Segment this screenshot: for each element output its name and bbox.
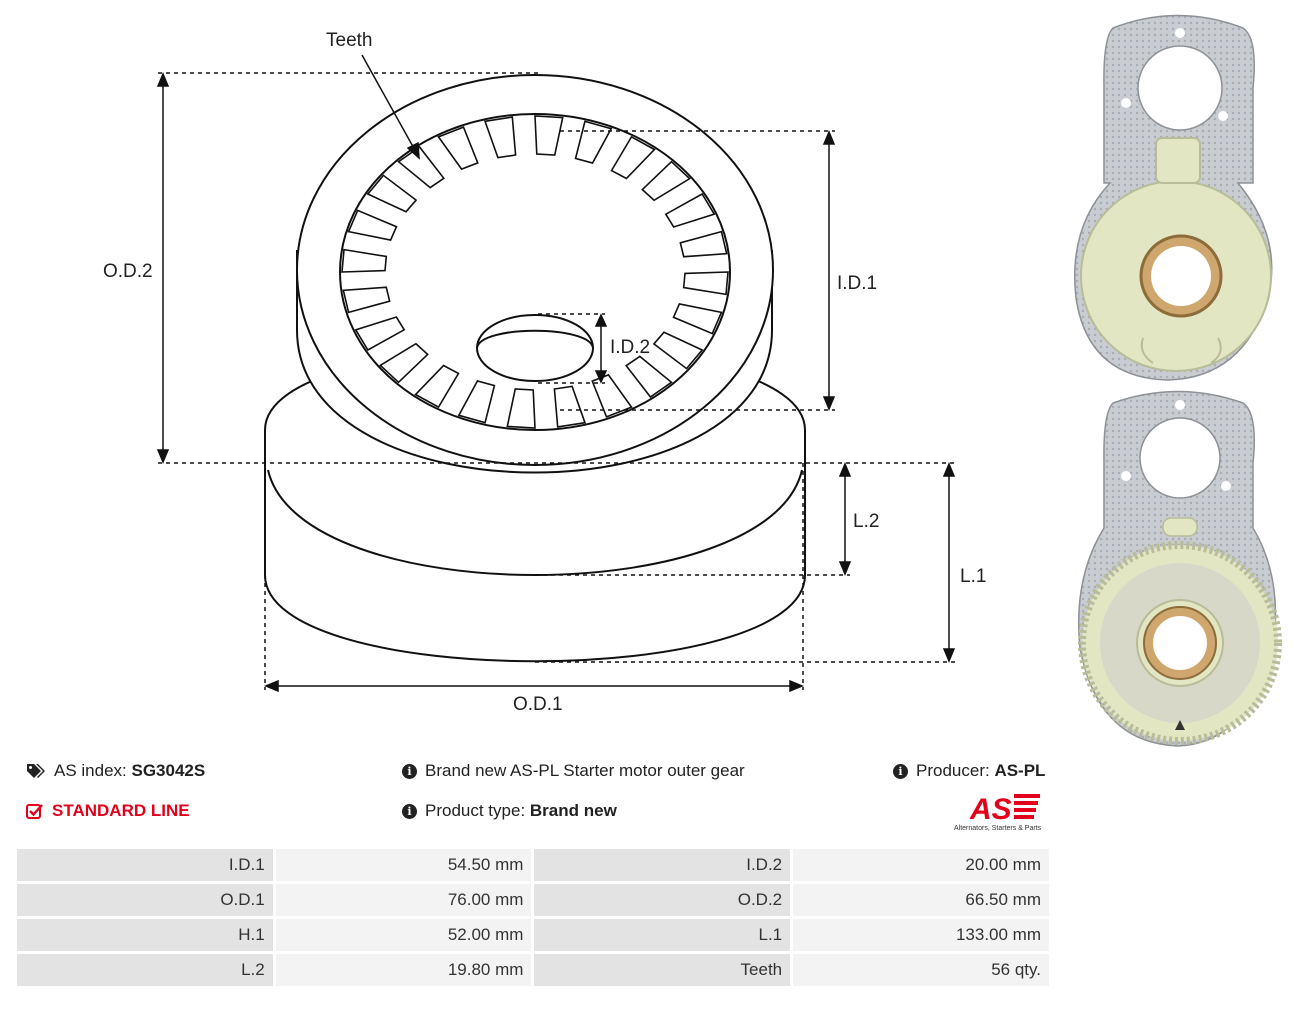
photo-rear-view [1073,14,1273,381]
as-logo: AS Alternators, Starters & Parts [954,793,1042,832]
spec-value: 20.00 mm [793,849,1049,881]
table-row: I.D.1 54.50 mm I.D.2 20.00 mm [17,849,1049,881]
gear-tooth [379,342,429,384]
spec-value: 52.00 mm [275,919,532,951]
as-index: AS index: SG3042S [26,761,205,781]
spec-value: 56 qty. [793,954,1049,986]
spec-value: 19.80 mm [275,954,532,986]
gear-tooth [610,135,656,180]
spec-key: I.D.1 [17,849,273,881]
table-row: H.1 52.00 mm L.1 133.00 mm [17,919,1049,951]
spec-key: H.1 [17,919,273,951]
label-od2: O.D.2 [103,261,153,282]
gear-tooth [347,209,398,242]
label-l2: L.2 [853,511,879,532]
logo-tagline: Alternators, Starters & Parts [954,825,1042,832]
producer-value: AS-PL [994,761,1046,780]
standard-line: STANDARD LINE [26,801,190,821]
info-icon: i [402,763,417,779]
gear-teeth [341,115,729,429]
technical-drawing: Teeth O.D.2 I.D.1 I.D.2 L.2 L.1 O.D.1 [103,30,986,715]
spec-key: O.D.2 [534,884,791,916]
producer-label: Producer: [916,761,990,780]
product-type-label: Product type: [425,801,526,820]
photo-front-view [1077,390,1282,747]
gear-tooth [553,385,587,428]
producer: i Producer: AS-PL [893,761,1045,781]
product-type: i Product type: Brand new [402,801,617,821]
standard-line-text: STANDARD LINE [52,801,190,820]
spec-value: 66.50 mm [793,884,1049,916]
gear-tooth [534,115,564,156]
gear-tooth [366,174,418,213]
description: i Brand new AS-PL Starter motor outer ge… [402,761,745,781]
spec-value: 133.00 mm [793,919,1049,951]
as-index-label: AS index: [54,761,127,780]
gear-tooth [625,355,673,399]
spec-key: I.D.2 [534,849,791,881]
gear-tooth [354,316,406,352]
gear-tooth [414,364,460,409]
svg-text:AS: AS [969,793,1012,826]
gear-tooth [437,126,479,171]
label-od1: O.D.1 [513,694,563,715]
spec-key: L.1 [534,919,791,951]
gear-tooth [341,248,388,273]
checkbox-icon [26,804,43,819]
gear-tooth [506,388,536,429]
table-row: O.D.1 76.00 mm O.D.2 66.50 mm [17,884,1049,916]
gear-tooth [679,230,728,258]
gear-tooth [457,380,496,424]
info-icon: i [893,763,908,779]
label-l1: L.1 [960,566,986,587]
table-row: L.2 19.80 mm Teeth 56 qty. [17,954,1049,986]
tags-icon [27,764,45,778]
gear-tooth [483,116,517,159]
gear-tooth [682,271,729,296]
product-type-value: Brand new [529,801,617,820]
gear-tooth [672,302,723,335]
description-text: Brand new AS-PL Starter motor outer gear [425,761,745,780]
spec-value: 54.50 mm [275,849,532,881]
spec-key: O.D.1 [17,884,273,916]
label-id2: I.D.2 [610,337,650,358]
label-id1: I.D.1 [837,273,877,294]
gear-tooth [641,160,691,202]
gear-tooth [664,192,716,228]
gear-tooth [342,286,391,314]
gear-tooth [591,373,633,418]
spec-value: 76.00 mm [275,884,532,916]
spec-key: L.2 [17,954,273,986]
info-icon: i [402,803,417,819]
as-index-value: SG3042S [131,761,206,780]
gear-tooth [652,331,704,370]
specs-table: I.D.1 54.50 mm I.D.2 20.00 mm O.D.1 76.0… [14,846,1052,989]
label-teeth: Teeth [326,30,372,51]
product-photos [1073,14,1282,747]
spec-key: Teeth [534,954,791,986]
